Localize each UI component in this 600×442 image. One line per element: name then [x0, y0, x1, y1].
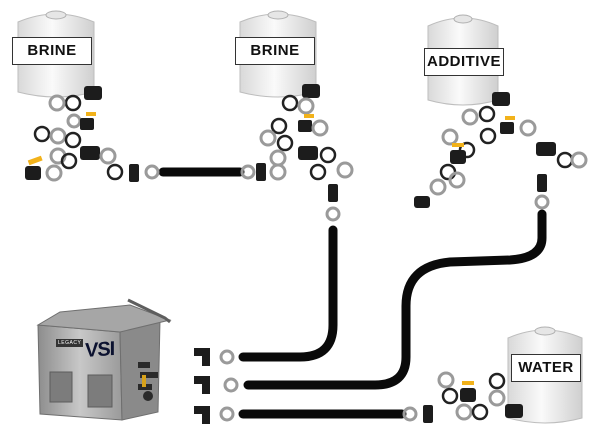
gasket-ring-icon — [478, 105, 496, 123]
gasket-ring-icon — [64, 94, 82, 112]
tank-outlet-fitting-icon — [505, 404, 523, 418]
hose-clamp-icon — [219, 349, 235, 365]
hose-clamp-icon — [223, 377, 239, 393]
ball-valve-icon — [298, 114, 314, 132]
ball-valve-icon — [500, 116, 515, 134]
hose-clamp-icon — [534, 194, 550, 210]
gasket-ring-icon — [441, 387, 459, 405]
tank-label-brine-right: BRINE — [235, 37, 315, 65]
fitting-group-brine-left — [25, 86, 160, 182]
hose-clamp-icon — [519, 119, 537, 137]
barb-fitting-icon — [328, 184, 338, 202]
gasket-ring-icon — [319, 146, 337, 164]
ball-valve-icon — [460, 381, 476, 402]
fitting-group-water — [402, 371, 523, 423]
hose-clamp-icon — [144, 164, 160, 180]
machine-logo: VSI — [85, 337, 115, 363]
elbow-fitting-icon — [194, 348, 210, 366]
elbow-fitting-icon — [194, 376, 210, 394]
barb-fitting-icon — [129, 164, 139, 182]
gasket-ring-icon — [270, 117, 288, 135]
hose-clamp-icon — [429, 178, 447, 196]
barb-fitting-icon — [423, 405, 433, 423]
hose-clamp-icon — [441, 128, 459, 146]
hose-clamp-icon — [455, 403, 473, 421]
hose-clamp-icon — [325, 206, 341, 222]
tee-fitting-icon — [80, 146, 100, 160]
hose-clamp-icon — [269, 163, 287, 181]
machine-brand-tag: LEGACY — [56, 339, 84, 347]
hose-clamp-icon — [437, 371, 455, 389]
ball-valve-icon — [80, 112, 96, 130]
tank-label-additive: ADDITIVE — [424, 48, 504, 76]
gasket-ring-icon — [488, 372, 506, 390]
gasket-ring-icon — [309, 163, 327, 181]
hose-clamp-icon — [240, 164, 256, 180]
hose-clamp-icon — [48, 94, 66, 112]
ball-valve-icon — [450, 143, 466, 164]
elbow-fitting-icon — [194, 406, 210, 424]
hose-clamp-icon — [570, 151, 588, 169]
tee-fitting-icon — [536, 142, 556, 156]
hose-brine-to-machine — [238, 225, 338, 362]
hose-clamp-icon — [219, 406, 235, 422]
hose-additive-to-machine — [243, 209, 547, 390]
hose-clamp-icon — [269, 149, 287, 167]
hose-clamp-icon — [297, 97, 315, 115]
gasket-ring-icon — [556, 151, 574, 169]
hose-clamp-icon — [448, 171, 466, 189]
fitting-group-brine-right — [240, 84, 354, 222]
hose-clamp-icon — [66, 113, 82, 129]
gasket-ring-icon — [33, 125, 51, 143]
tank-outlet-fitting-icon — [302, 84, 320, 98]
ball-valve-icon — [25, 155, 43, 180]
gasket-ring-icon — [60, 152, 78, 170]
hose-clamp-icon — [45, 164, 63, 182]
hose-clamp-icon — [402, 406, 418, 422]
hose-icon — [158, 167, 547, 419]
gasket-ring-icon — [471, 403, 489, 421]
hose-clamp-icon — [336, 161, 354, 179]
machine-icon — [36, 298, 172, 421]
fitting-group-additive — [414, 92, 588, 210]
hose-clamp-icon — [99, 147, 117, 165]
tee-fitting-icon — [298, 146, 318, 160]
gasket-ring-icon — [64, 131, 82, 149]
gasket-ring-icon — [439, 163, 457, 181]
hose-clamp-icon — [311, 119, 329, 137]
hose-clamp-icon — [461, 108, 479, 126]
hose-clamp-icon — [259, 129, 277, 147]
barb-fitting-icon — [537, 174, 547, 192]
barb-fitting-icon — [256, 163, 266, 181]
gasket-ring-icon — [106, 163, 124, 181]
gasket-ring-icon — [479, 127, 497, 145]
hose-clamp-icon — [488, 389, 506, 407]
gasket-ring-icon — [281, 94, 299, 112]
tank-label-brine-left: BRINE — [12, 37, 92, 65]
tank-label-water: WATER — [511, 354, 581, 382]
tank-outlet-fitting-icon — [84, 86, 102, 100]
hose-clamp-icon — [49, 127, 67, 145]
fitting-group-machine-inlets — [194, 348, 239, 424]
tank-outlet-fitting-icon — [414, 196, 430, 208]
tank-outlet-fitting-icon — [492, 92, 510, 106]
gasket-ring-icon — [276, 134, 294, 152]
